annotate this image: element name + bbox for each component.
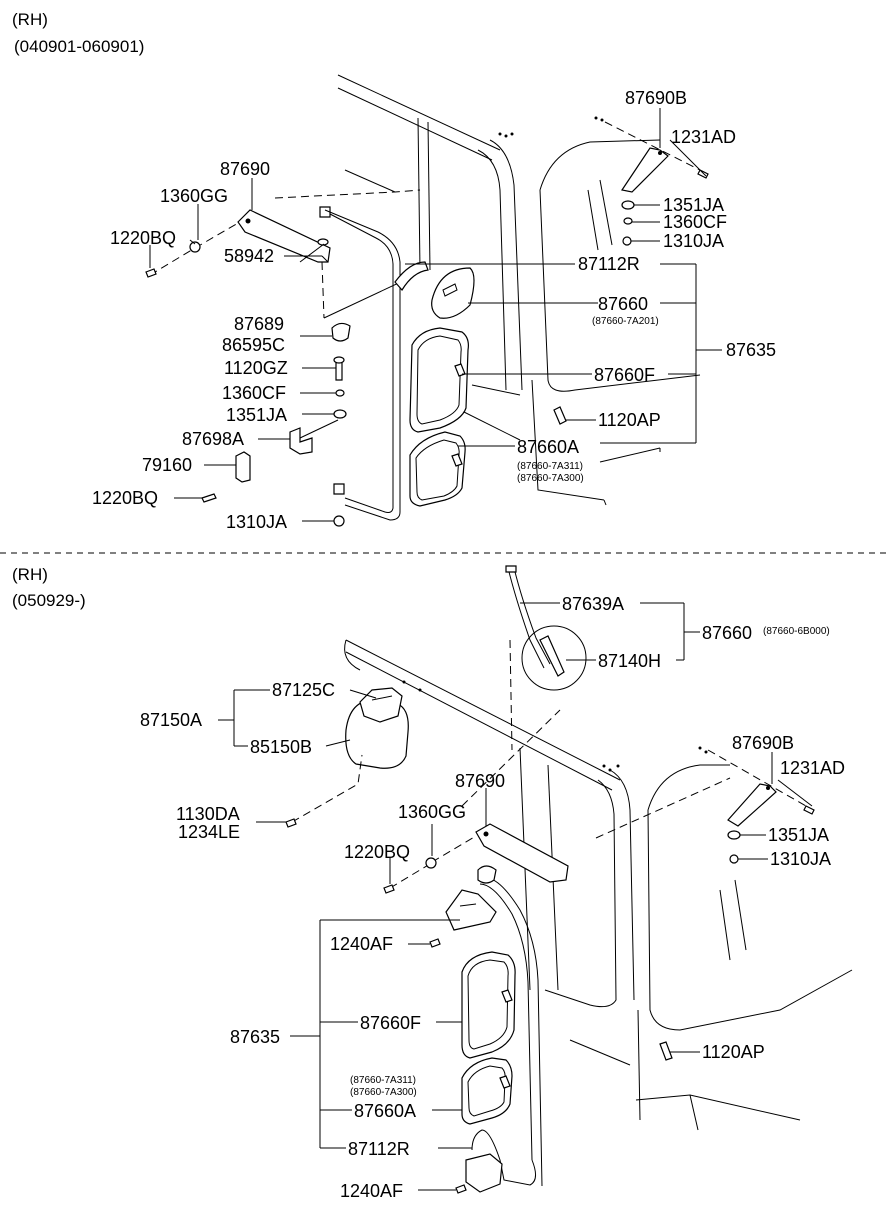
top-cab-outline [337,74,701,506]
bottom-bracket-87690 [383,709,569,894]
bottom-bracket-87690B [595,749,815,864]
label-1231AD: 1231AD [780,758,845,778]
bottom-cab-outline [344,639,853,1131]
top-round-mirror [431,267,475,319]
label-1240AF: 1240AF [330,934,393,954]
top-washers-right [621,200,635,246]
label-87660A-alt1: (87660-7A311) [350,1075,416,1086]
label-1360GG: 1360GG [398,802,466,822]
label-87660A: 87660A [354,1101,416,1121]
top-mirror-87660A [409,431,466,507]
label-1351JA-b: 1351JA [226,405,287,425]
label-87689: 87689 [234,314,284,334]
label-87140H: 87140H [598,651,661,671]
label-87690B: 87690B [732,733,794,753]
label-1360GG: 1360GG [160,186,228,206]
label-1120AP: 1120AP [702,1042,765,1062]
label-87660F: 87660F [594,365,655,385]
bottom-mirror-87660A [461,1057,513,1125]
bottom-labels: 87639A 87660 (87660-6B000) 87140H 87125C… [140,594,845,1201]
label-1310JA: 1310JA [770,849,831,869]
label-58942: 58942 [224,246,274,266]
label-1120GZ: 1120GZ [224,358,288,378]
label-1360CF-b: 1360CF [222,383,286,403]
label-1310JA: 1310JA [663,231,724,251]
bottom-mirror-87660F [461,951,516,1059]
label-87660A-alt1: (87660-7A311) [517,461,583,472]
label-1220BQ: 1220BQ [110,228,176,248]
label-87660A: 87660A [517,437,579,457]
label-87150A: 87150A [140,710,202,730]
top-small-parts-left [201,322,351,527]
section-2-range: (050929-) [12,591,86,610]
top-labels: 87690B 1231AD 1351JA 1360CF 1310JA 87690… [92,88,776,532]
label-87660-alt: (87660-6B000) [763,626,830,637]
label-1310JA-b: 1310JA [226,512,287,532]
label-87690: 87690 [220,159,270,179]
label-87660: 87660 [598,294,648,314]
top-bolt-dots [498,116,604,138]
label-85150B: 85150B [250,737,312,757]
label-87112R: 87112R [348,1139,410,1159]
label-1220BQ: 1220BQ [344,842,410,862]
section-2-side: (RH) [12,565,48,584]
label-1351JA: 1351JA [663,195,724,215]
label-87660: 87660 [702,623,752,643]
bottom-arm-87639A [505,565,587,751]
section-1-side: (RH) [12,10,48,29]
bottom-screw-1120AP [659,1041,673,1061]
label-79160: 79160 [142,455,192,475]
label-87660A-alt2: (87660-7A300) [517,473,584,484]
top-screw-1120AP [553,406,567,425]
label-86595C: 86595C [222,335,285,355]
label-1360CF: 1360CF [663,212,727,232]
label-87698A: 87698A [182,429,244,449]
label-87125C: 87125C [272,680,335,700]
top-mirror-87660F [409,327,469,433]
top-mirror-arm [317,206,429,521]
label-87690: 87690 [455,771,505,791]
section-1-range: (040901-060901) [14,37,144,56]
label-1130DA: 1130DA [176,804,240,824]
label-87690B: 87690B [625,88,687,108]
label-1240AF-b: 1240AF [340,1181,403,1201]
label-87639A: 87639A [562,594,624,614]
label-1231AD: 1231AD [671,127,736,147]
top-leaders [149,108,722,522]
bottom-bolt-dots [402,680,708,772]
bottom-mirror-87150A [285,687,409,828]
label-1351JA: 1351JA [768,825,829,845]
label-87112R: 87112R [578,254,640,274]
label-87660F: 87660F [360,1013,421,1033]
bottom-leaders [218,602,813,1191]
label-1120AP: 1120AP [598,410,661,430]
label-87635: 87635 [230,1027,280,1047]
label-87660-alt: (87660-7A201) [592,316,659,327]
label-1220BQ-b: 1220BQ [92,488,158,508]
label-87635: 87635 [726,340,776,360]
label-87660A-alt2: (87660-7A300) [350,1087,417,1098]
label-1234LE: 1234LE [178,822,240,842]
